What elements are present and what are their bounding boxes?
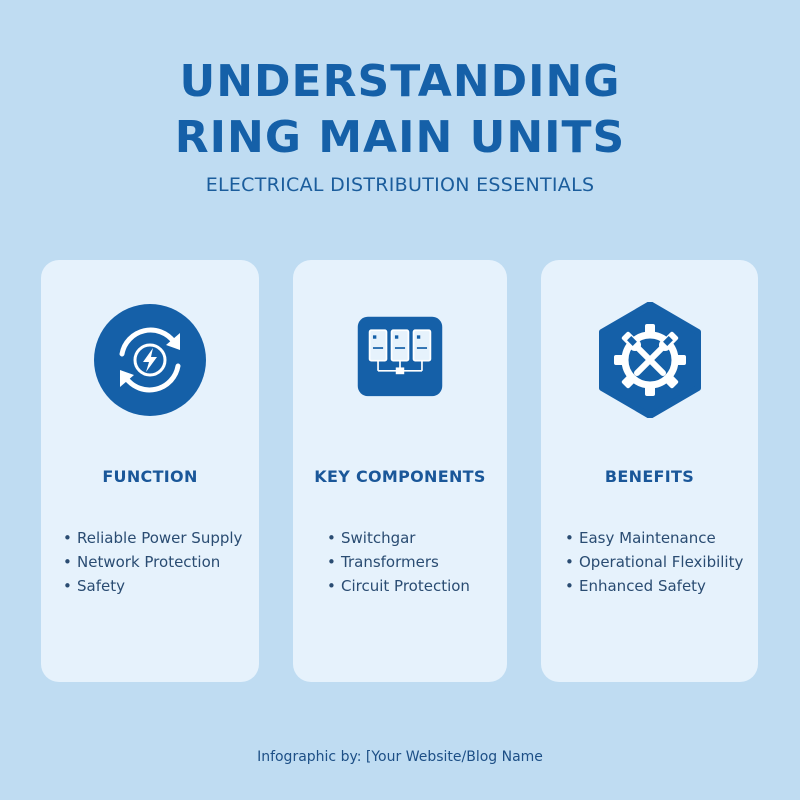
page-subtitle: ELECTRICAL DISTRIBUTION ESSENTIALS [205,174,595,196]
list-item: •Operational Flexibility [565,550,743,574]
card-title-benefits: BENEFITS [604,467,695,486]
list-item: •Reliable Power Supply [63,526,242,550]
list-item: •Circuit Protection [327,574,470,598]
list-item: •Switchgar [327,526,470,550]
list-item: •Transformers [327,550,470,574]
bullet-dot: • [565,553,574,571]
bullet-dot: • [327,577,336,595]
card-function: FUNCTION •Reliable Power Supply •Network… [41,260,259,682]
bullet-dot: • [63,553,72,571]
card-title-key-components: KEY COMPONENTS [314,467,486,486]
bullet-dot: • [63,577,72,595]
function-list: •Reliable Power Supply •Network Protecti… [63,526,242,598]
gear-wrench-icon [598,302,701,418]
benefits-list: •Easy Maintenance •Operational Flexibili… [565,526,743,598]
list-item: •Enhanced Safety [565,574,743,598]
bullet-dot: • [565,529,574,547]
page-title-line-1: UNDERSTANDING [179,56,621,107]
cycle-lightning-icon [94,304,206,416]
card-benefits: BENEFITS •Easy Maintenance •Operational … [541,260,758,682]
page-title-line-2: RING MAIN UNITS [174,112,626,163]
bullet-dot: • [327,529,336,547]
list-item: •Easy Maintenance [565,526,743,550]
card-title-function: FUNCTION [102,467,198,486]
bullet-dot: • [63,529,72,547]
list-item: •Safety [63,574,242,598]
components-list: •Switchgar •Transformers •Circuit Protec… [327,526,470,598]
bullet-dot: • [565,577,574,595]
switchgear-panels-icon [357,316,443,397]
list-item: •Network Protection [63,550,242,574]
bullet-dot: • [327,553,336,571]
card-key-components: KEY COMPONENTS •Switchgar •Transformers … [293,260,507,682]
footer-credit: Infographic by: [Your Website/Blog Name [257,749,543,765]
